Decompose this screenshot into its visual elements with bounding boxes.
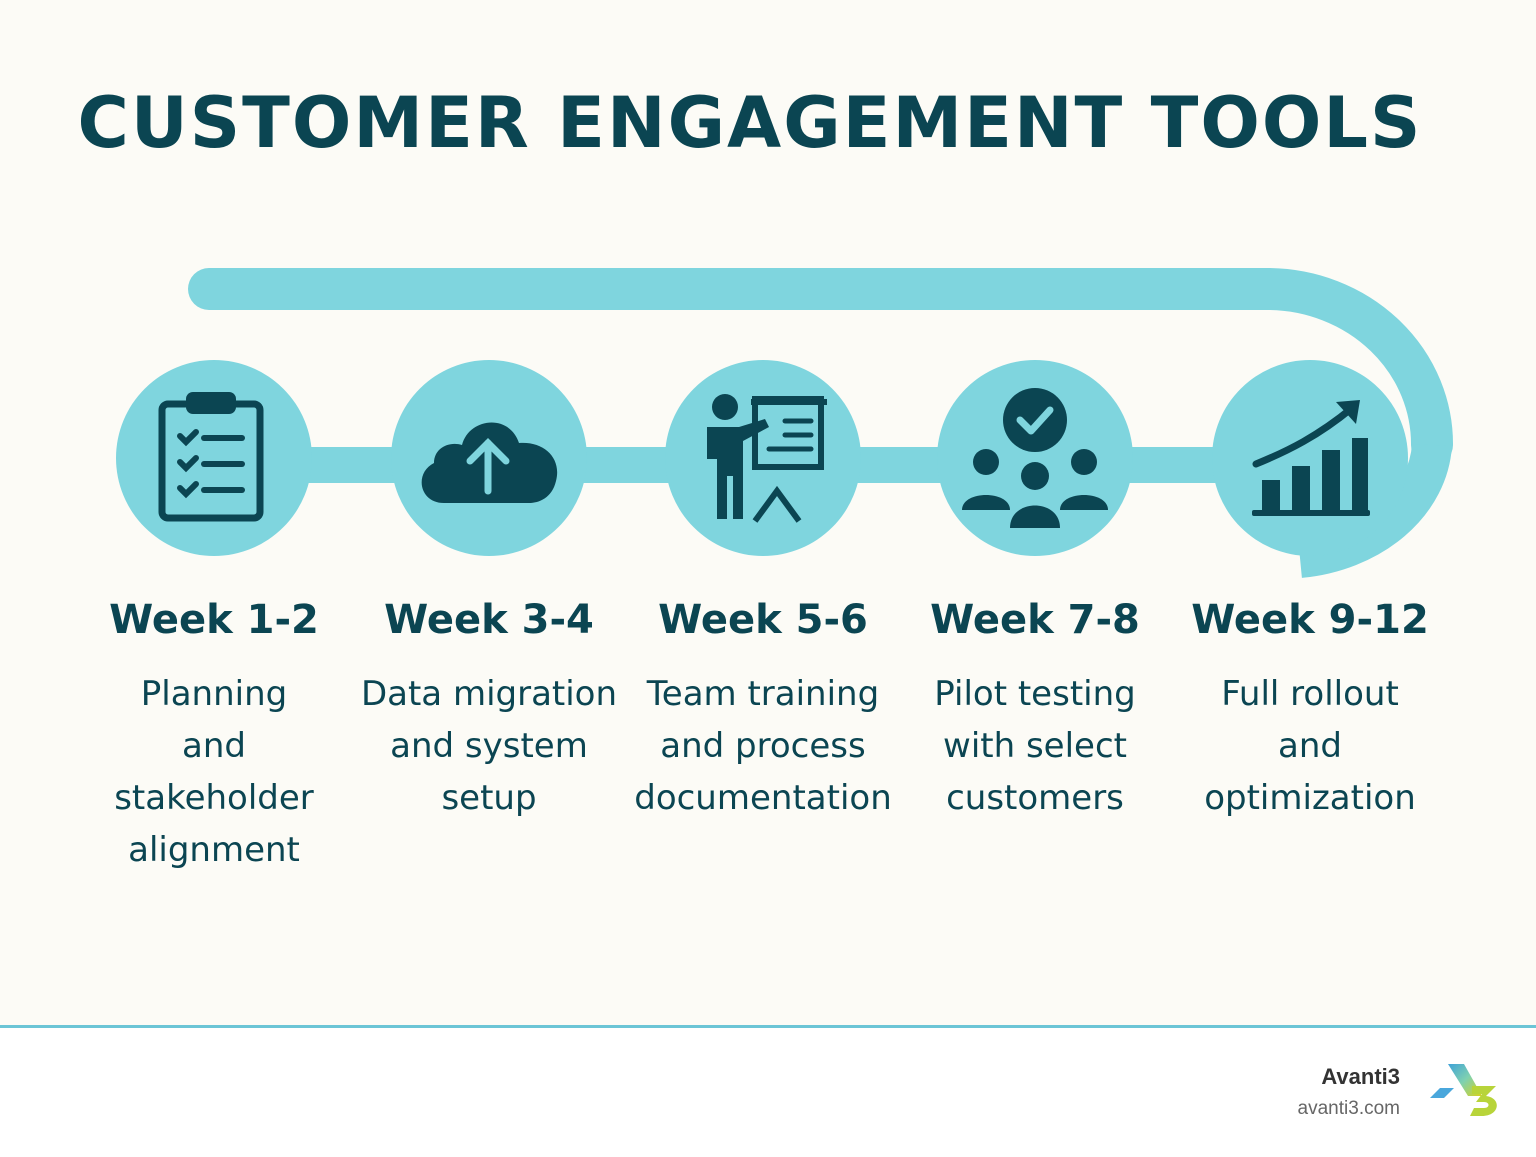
step-description: Planning and stakeholder alignment [74,668,354,876]
desc-line: customers [946,778,1124,818]
step-week: Week 7-8 [930,597,1140,643]
desc-line: documentation [634,778,892,818]
brand-url[interactable]: avanti3.com [1297,1098,1400,1119]
desc-line: with select [943,726,1127,766]
desc-line: and [1278,726,1342,766]
step-description: Full rollout and optimization [1170,668,1450,824]
step-week-3-4: Week 3-4 Data migration and system setup [349,360,629,824]
step-circle [391,360,587,556]
desc-line: setup [441,778,537,818]
growth-chart-icon [1251,399,1370,516]
step-circle [116,360,312,556]
cloud-upload-icon [421,422,558,503]
desc-line: Data migration [360,674,618,714]
step-description: Pilot testing with select customers [895,668,1175,824]
desc-line: and [182,726,246,766]
step-week-9-12: Week 9-12 Full rollout and optimization [1170,360,1450,824]
desc-line: stakeholder [114,778,314,818]
step-week: Week 9-12 [1191,597,1429,643]
step-circle [937,360,1133,556]
step-week: Week 3-4 [384,597,594,643]
page-title: CUSTOMER ENGAGEMENT TOOLS [77,82,1423,164]
step-week: Week 5-6 [658,597,868,643]
desc-line: alignment [128,830,300,870]
step-week-1-2: Week 1-2 Planning and stakeholder alignm… [74,360,354,876]
desc-line: optimization [1204,778,1416,818]
desc-line: Planning [140,674,288,714]
brand-name: Avanti3 [1321,1064,1400,1089]
step-circle [665,360,861,556]
desc-line: Pilot testing [934,674,1136,714]
desc-line: and system [390,726,588,766]
step-week: Week 1-2 [109,597,319,643]
clipboard-checklist-icon [158,392,264,522]
group-check-icon [962,387,1108,528]
brand-block: Avanti3 avanti3.com [1298,1064,1400,1120]
step-circle [1212,360,1408,556]
step-week-7-8: Week 7-8 Pilot testing with select custo… [895,360,1175,824]
presenter-board-icon [707,393,827,523]
step-description: Data migration and system setup [349,668,629,824]
step-week-5-6: Week 5-6 Team training and process docum… [623,360,903,824]
avanti3-logo [1430,1064,1497,1116]
desc-line: and process [660,726,866,766]
desc-line: Team training [646,674,880,714]
desc-line: Full rollout [1221,674,1399,714]
step-description: Team training and process documentation [623,668,903,824]
footer [0,1025,1536,1157]
